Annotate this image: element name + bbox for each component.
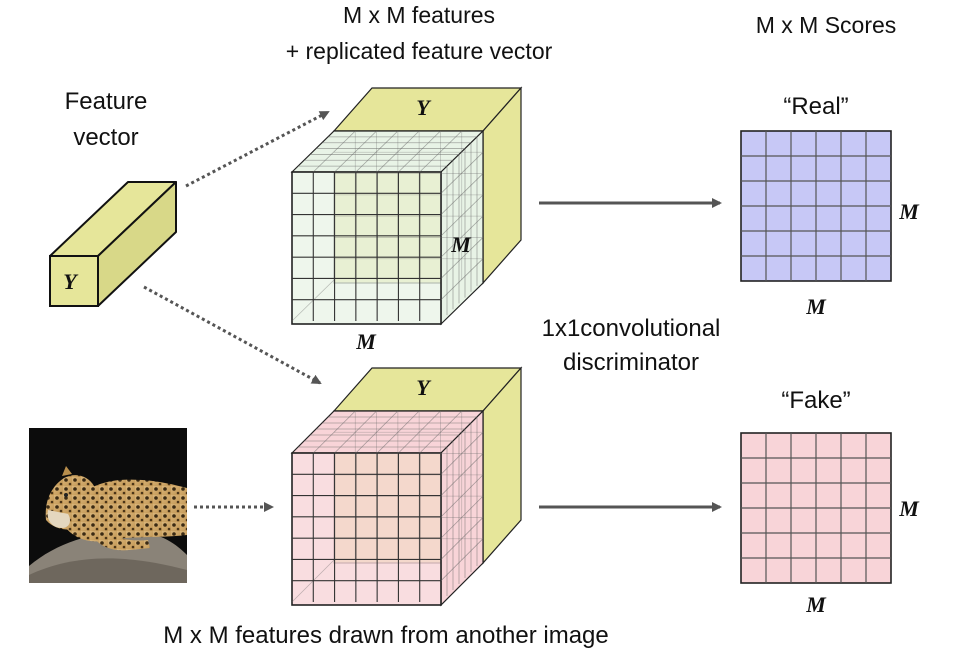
- grid-line: [440, 432, 484, 475]
- grid-line: [440, 474, 484, 518]
- feature-vector-y-symbol: Y: [63, 269, 79, 294]
- real-label: “Real”: [783, 93, 848, 120]
- discriminator-label-line1: 1x1convolutional: [542, 315, 721, 342]
- top-cube-m-bottom: M: [355, 329, 377, 354]
- grid-line: [419, 410, 462, 454]
- bottom-cube-y-symbol: Y: [416, 375, 432, 400]
- real-grid-m-side: M: [898, 199, 920, 224]
- grid-line: [355, 410, 399, 454]
- grid-line: [398, 130, 441, 173]
- grid-line: [440, 495, 484, 539]
- bottom-caption: M x M features drawn from another image: [163, 622, 609, 649]
- grid-line: [440, 258, 484, 301]
- grid-line: [355, 130, 399, 173]
- real-score-grid: [740, 130, 892, 282]
- bottom-feature-cube: Y: [290, 366, 523, 607]
- grid-line: [440, 538, 484, 581]
- grid-line: [334, 130, 377, 173]
- fake-label: “Fake”: [781, 387, 850, 414]
- top-cube-title-line1: M x M features: [343, 2, 495, 28]
- grid-line: [440, 517, 484, 560]
- fake-score-grid: [740, 432, 892, 584]
- feature-vector-label-line1: Feature: [65, 88, 148, 115]
- grid-line: [440, 453, 484, 496]
- feature-vector-label-line2: vector: [73, 124, 138, 151]
- leopard-photo: [29, 428, 187, 583]
- scores-title: M x M Scores: [756, 12, 897, 38]
- top-cube-title-line2: + replicated feature vector: [286, 38, 553, 64]
- grid-line: [440, 151, 484, 194]
- feature-to-top-cube-arrow: [185, 110, 330, 188]
- top-cube-m-side: M: [450, 232, 472, 257]
- grid-line: [440, 194, 484, 237]
- grid-line: [313, 130, 356, 173]
- grid-line: [440, 215, 484, 258]
- fake-grid-m-bottom: M: [805, 592, 827, 617]
- grid-line: [440, 173, 484, 215]
- top-cube-y-symbol: Y: [416, 95, 432, 120]
- fake-grid-m-side: M: [898, 496, 920, 521]
- real-grid-m-bottom: M: [805, 294, 827, 319]
- grid-line: [440, 237, 484, 279]
- feature-vector-box: Y: [49, 181, 177, 307]
- grid-line: [398, 410, 441, 454]
- top-feature-cube: Y M M: [290, 86, 523, 354]
- grid-line: [334, 410, 377, 454]
- discriminator-label-line2: discriminator: [563, 349, 699, 376]
- grid-line: [313, 410, 356, 454]
- grid-line: [376, 130, 420, 173]
- grid-line: [419, 130, 462, 173]
- grid-line: [376, 410, 420, 454]
